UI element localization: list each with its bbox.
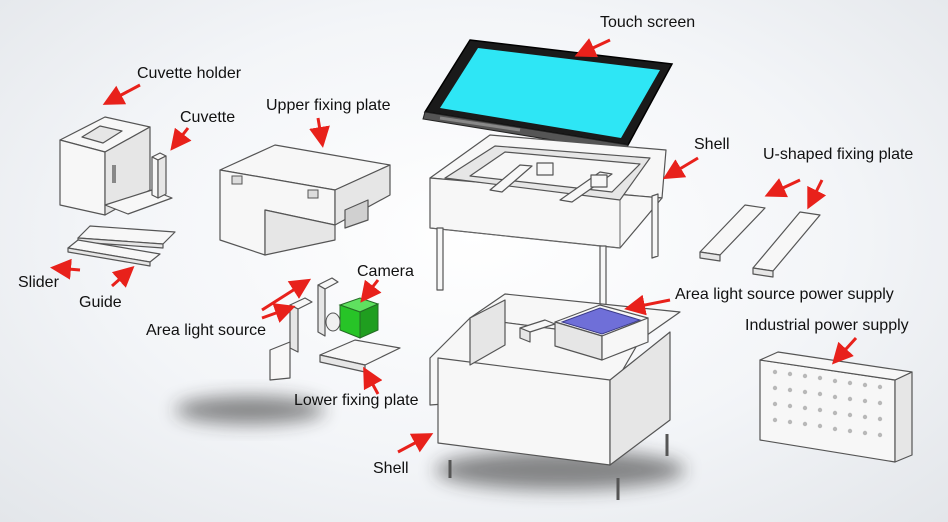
label-cuvette-holder: Cuvette holder [137,65,242,82]
label-industrial-power-supply: Industrial power supply [745,317,909,334]
label-touch-screen: Touch screen [600,14,696,31]
label-shell-bottom: Shell [373,460,409,477]
shadow-left [175,396,325,424]
arrow-industrial-power [831,336,858,365]
touch-screen-display [440,48,660,138]
slider-guide-part [67,225,176,267]
arrow-cuvette-holder [102,83,141,105]
camera-light-assembly-part [269,277,401,381]
label-upper-fixing-plate: Upper fixing plate [266,97,391,114]
upper-fixing-plate-part [219,144,391,256]
label-camera: Camera [357,263,414,280]
arrow-area-light-1 [261,278,312,312]
cuvette-part [151,152,167,199]
arrow-cuvette [170,127,192,151]
cuvette-holder-part [59,116,173,216]
touch-screen-part [422,39,674,153]
arrow-u-plate-1 [764,178,801,198]
industrial-power-supply-part [759,351,913,463]
arrow-slider [50,258,81,280]
arrow-guide [111,266,135,288]
label-area-light-source: Area light source [146,322,267,339]
arrow-touch-screen [574,38,611,58]
label-lower-fixing-plate: Lower fixing plate [294,392,419,409]
area-light-power-supply-panel [560,307,642,335]
label-cuvette: Cuvette [180,109,236,126]
shadow-shell [435,450,685,490]
shell-top-part [429,134,667,319]
arrow-area-light-power [624,294,671,316]
label-shell-top: Shell [694,136,730,153]
arrow-lower-fixing-plate [363,366,383,395]
label-guide: Guide [79,294,122,311]
arrow-u-plate-2 [807,179,827,210]
arrow-area-light-2 [261,303,296,323]
arrow-shell-bottom [397,433,434,454]
u-shaped-fixing-plates-part [699,204,821,278]
arrow-shell-top [662,156,699,180]
vent-holes [772,369,883,438]
shell-bottom-part [429,293,681,500]
callout-arrows [50,38,858,454]
arrow-upper-fixing-plate [309,117,330,148]
label-u-shaped-fixing-plate: U-shaped fixing plate [763,146,914,163]
arrow-camera [360,279,382,303]
label-slider: Slider [18,274,59,291]
label-area-light-source-power-supply: Area light source power supply [675,286,894,303]
